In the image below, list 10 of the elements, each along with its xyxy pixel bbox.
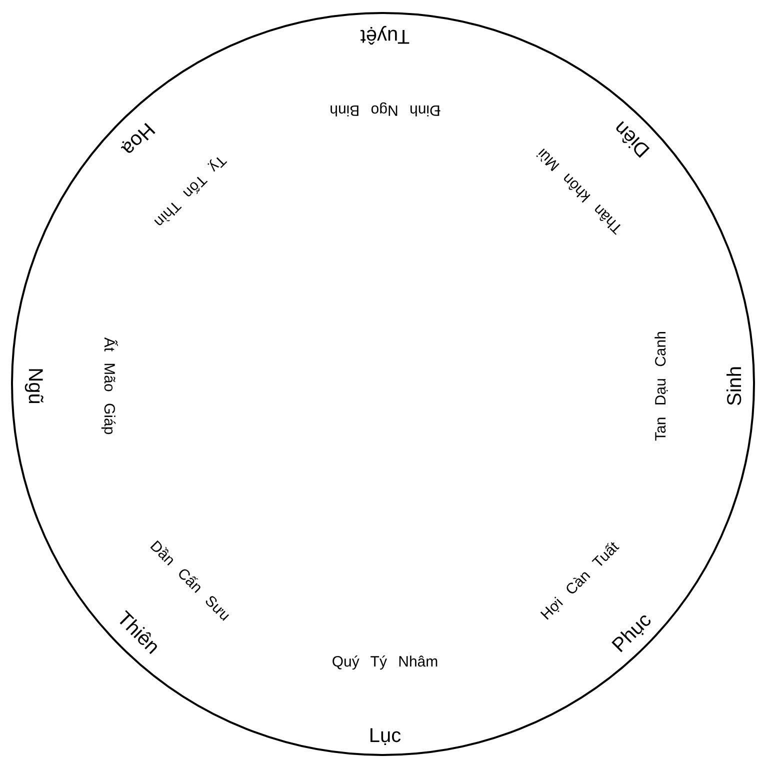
ring-label: Tan Dạu Canh <box>654 331 668 441</box>
ring-label: Hợi Càn Tuất <box>538 539 622 623</box>
ring-label: Đinh Ngo Binh <box>330 102 440 118</box>
ring-label: Dần Cấn Sưu <box>147 538 233 624</box>
ring-label: Sinh <box>725 366 745 406</box>
ring-label: Lục <box>368 726 402 746</box>
ring-label: Ất Mão Giáp <box>102 337 116 435</box>
ring-label: Ngũ <box>25 368 45 404</box>
ring-label: Quý Tý Nhâm <box>332 654 438 670</box>
ring-label: Tuyệt <box>360 26 410 46</box>
